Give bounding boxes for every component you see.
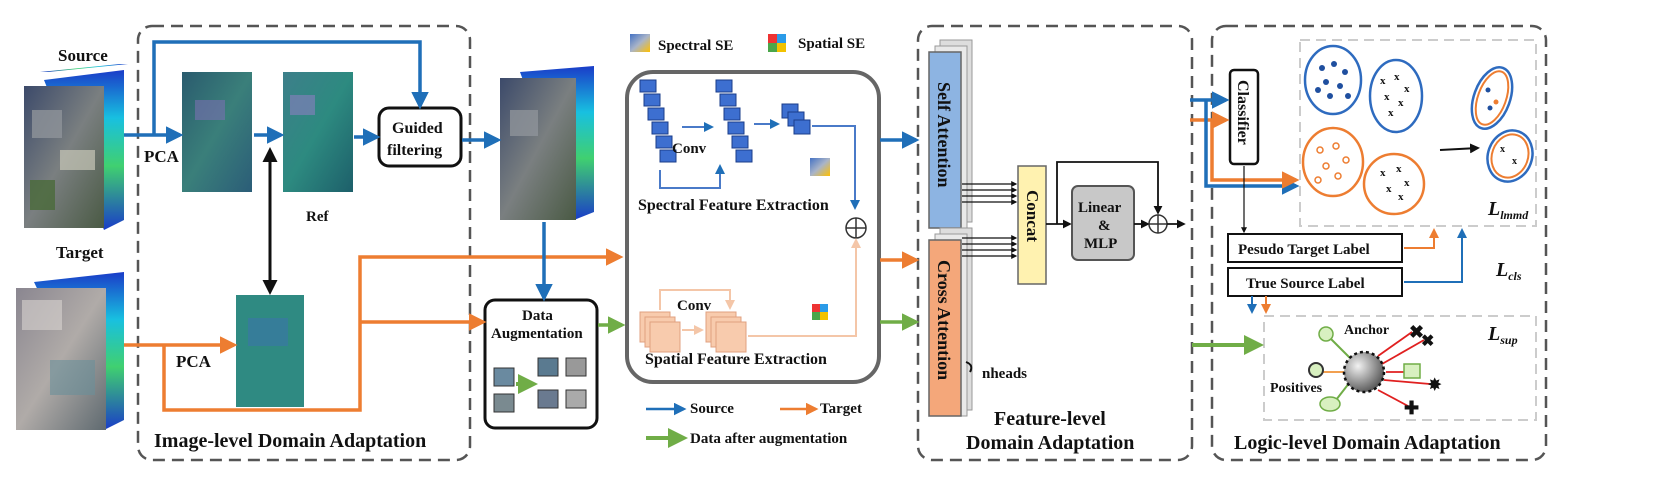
l-sup-label: Lsup	[1487, 323, 1518, 347]
pseudo-target-label-text: Pesudo Target Label	[1238, 242, 1370, 258]
spatial-se-label: Spatial SE	[798, 36, 865, 52]
svg-text:x: x	[1398, 97, 1404, 109]
linear-label-1: Linear	[1078, 200, 1122, 216]
clustering-panel	[1299, 39, 1537, 227]
l-cls-label: Lcls	[1495, 259, 1522, 283]
target-hsi-cube	[16, 272, 124, 430]
image-level-frame	[136, 24, 472, 462]
concat-label: Concat	[1023, 190, 1042, 242]
feature-level-title-1: Feature-level	[994, 408, 1106, 430]
classifier-block	[1228, 68, 1260, 166]
svg-text:x: x	[1500, 144, 1505, 155]
pseudo-target-label-block	[1227, 233, 1403, 263]
spectral-se-icon	[810, 158, 830, 176]
spectral-conv-label: Conv	[672, 141, 707, 157]
true-source-label-block	[1227, 267, 1403, 297]
feature-level-frame	[916, 24, 1194, 462]
residual-sum-node	[1148, 214, 1168, 234]
cross-attention-block	[928, 227, 973, 417]
spatial-se-icon	[812, 304, 828, 320]
spatial-fe-label: Spatial Feature Extraction	[645, 351, 827, 368]
svg-text:x: x	[1396, 163, 1402, 175]
cross-attention-label: Cross Attention	[934, 260, 954, 380]
guided-label-1: Guided	[392, 120, 443, 137]
spatial-conv-stacks	[639, 311, 747, 353]
spectral-se-label: Spectral SE	[658, 38, 733, 54]
svg-text:x: x	[1512, 156, 1517, 167]
legend-augmented-label: Data after augmentation	[690, 431, 848, 447]
self-attention-label: Self Attention	[934, 82, 954, 188]
ref-image	[283, 72, 353, 192]
source-cluster-dots	[1303, 44, 1363, 116]
svg-text:x: x	[1404, 83, 1410, 95]
spectral-fe-label: Spectral Feature Extraction	[638, 197, 829, 214]
feature-level-arrows	[962, 161, 1186, 259]
target-label: Target	[56, 243, 104, 262]
anchor-label: Anchor	[1344, 323, 1389, 338]
alignment-arrow	[1439, 143, 1480, 154]
legend-target-label: Target	[820, 401, 862, 417]
spatial-conv-label: Conv	[677, 298, 712, 314]
linear-label-2: &	[1098, 218, 1111, 234]
svg-text:x: x	[1386, 183, 1392, 195]
svg-text:x: x	[1394, 71, 1400, 83]
source-pca-label: PCA	[144, 147, 180, 166]
legend: Source Target Data after augmentation	[646, 401, 862, 448]
spectral-arrows	[659, 119, 860, 210]
filtered-source-cube	[500, 66, 594, 220]
svg-text:✚: ✚	[1404, 398, 1419, 418]
l-lmmd-label: Llmmd	[1487, 198, 1529, 222]
legend-source-label: Source	[690, 401, 734, 417]
data-aug-label-2: Augmentation	[491, 326, 583, 342]
source-pca-image	[182, 72, 252, 192]
data-aug-label-1: Data	[522, 308, 553, 324]
svg-text:✖: ✖	[1421, 333, 1434, 350]
aligned-clusters: xx	[1470, 66, 1534, 183]
logic-level-arrows	[1190, 91, 1467, 355]
augmentation-samples	[493, 357, 587, 413]
image-level-arrows	[124, 40, 626, 412]
spatial-arrows	[659, 238, 861, 337]
positives-label: Positives	[1270, 381, 1323, 396]
svg-text:x: x	[1404, 177, 1410, 189]
source-hsi-cube	[24, 64, 128, 230]
svg-text:✸: ✸	[1427, 377, 1442, 394]
self-attention-block	[928, 39, 973, 229]
classifier-label: Classifier	[1234, 80, 1251, 145]
true-source-label-text: True Source Label	[1246, 276, 1365, 292]
fe-to-attention-arrows	[880, 131, 920, 331]
svg-text:✖: ✖	[1409, 322, 1424, 342]
concat-block	[1017, 165, 1047, 285]
logic-level-frame	[1210, 24, 1548, 462]
linear-label-3: MLP	[1084, 236, 1117, 252]
contrastive-graph: ✖ ✖ ✸ ✚	[1308, 322, 1442, 418]
contrastive-panel	[1263, 315, 1537, 421]
source-label: Source	[58, 46, 108, 65]
svg-text:x: x	[1380, 167, 1386, 179]
se-legend-spectral-icon	[630, 34, 650, 52]
target-pca-label: PCA	[176, 352, 212, 371]
feature-level-title-2: Domain Adaptation	[966, 432, 1134, 454]
sum-node	[845, 217, 867, 239]
svg-text:x: x	[1380, 75, 1386, 87]
linear-mlp-block	[1071, 185, 1135, 261]
guided-label-2: filtering	[387, 142, 442, 159]
se-legend-spatial-icon	[768, 34, 786, 52]
ref-label: Ref	[306, 209, 329, 225]
target-cluster-dots	[1301, 126, 1365, 198]
target-pca-image	[236, 295, 304, 407]
svg-text:x: x	[1398, 191, 1404, 203]
svg-text:x: x	[1388, 107, 1394, 119]
svg-text:x: x	[1384, 91, 1390, 103]
nheads-label: nheads	[982, 366, 1027, 382]
image-level-title: Image-level Domain Adaptation	[154, 430, 426, 452]
logic-level-title: Logic-level Domain Adaptation	[1234, 432, 1501, 454]
spectral-conv-stacks	[639, 79, 811, 163]
